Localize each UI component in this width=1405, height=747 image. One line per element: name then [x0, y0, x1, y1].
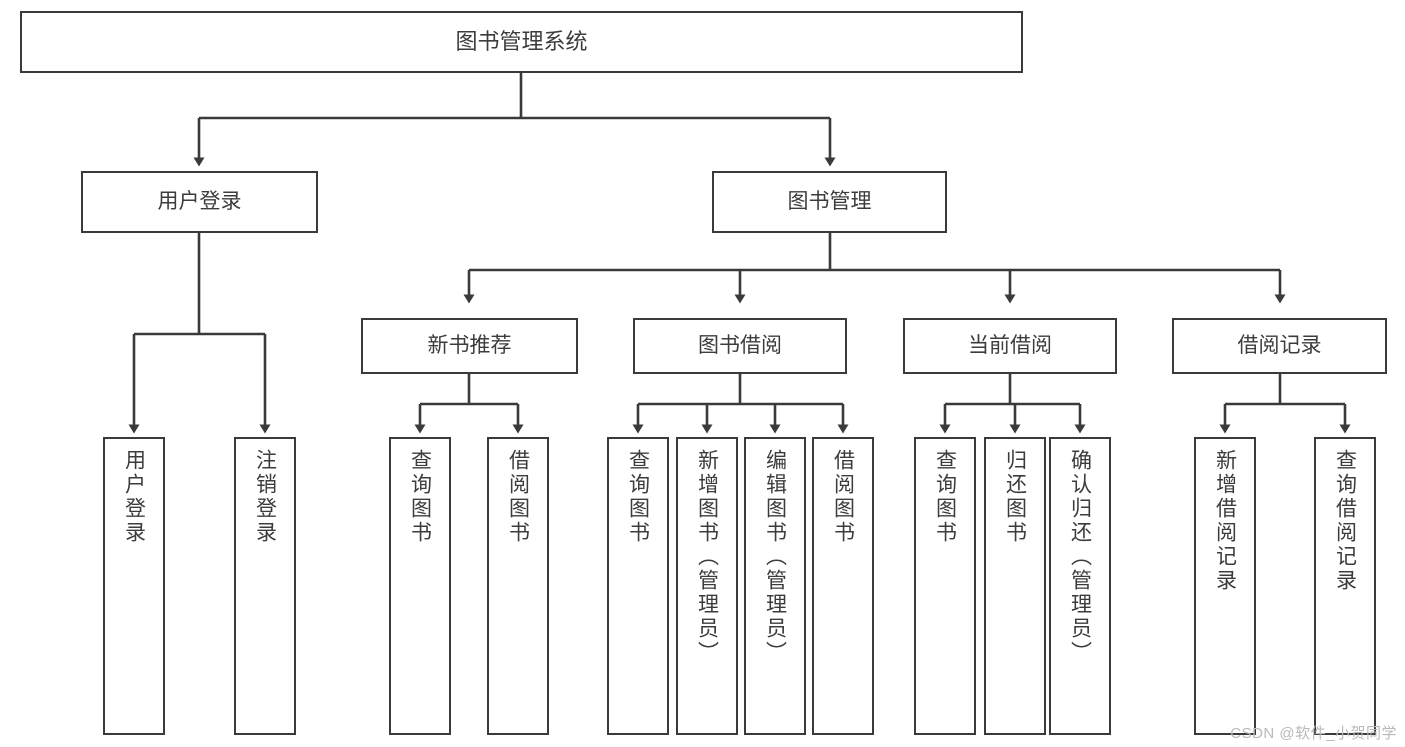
leaf-current-query-book[interactable]: 查询图书 — [914, 437, 976, 735]
leaf-current-return-book[interactable]: 归还图书 — [984, 437, 1046, 735]
node-book-borrow[interactable]: 图书借阅 — [633, 318, 847, 374]
node-new-book-recommend[interactable]: 新书推荐 — [361, 318, 578, 374]
node-label: 新增图书（管理员） — [695, 449, 719, 665]
node-label: 注销登录 — [253, 449, 277, 545]
node-label: 用户登录 — [122, 449, 146, 545]
leaf-borrow-edit-book-admin[interactable]: 编辑图书（管理员） — [744, 437, 806, 735]
node-root-system[interactable]: 图书管理系统 — [20, 11, 1023, 73]
leaf-user-login-login[interactable]: 用户登录 — [103, 437, 165, 735]
node-user-login[interactable]: 用户登录 — [81, 171, 318, 233]
node-label: 查询图书 — [408, 449, 432, 545]
leaf-borrow-borrow-book[interactable]: 借阅图书 — [812, 437, 874, 735]
node-label: 用户登录 — [157, 189, 242, 213]
node-label: 图书管理系统 — [455, 29, 588, 55]
node-book-management[interactable]: 图书管理 — [712, 171, 947, 233]
node-label: 编辑图书（管理员） — [763, 449, 787, 665]
node-label: 查询图书 — [933, 449, 957, 545]
node-label: 查询借阅记录 — [1333, 449, 1357, 593]
leaf-borrow-query-book[interactable]: 查询图书 — [607, 437, 669, 735]
csdn-watermark: CSDN @软件_小贺同学 — [1230, 725, 1397, 742]
node-label: 借阅记录 — [1237, 333, 1322, 357]
node-label: 当前借阅 — [968, 333, 1052, 357]
node-label: 借阅图书 — [831, 449, 855, 545]
leaf-current-confirm-return-admin[interactable]: 确认归还（管理员） — [1049, 437, 1111, 735]
leaf-recommend-query-book[interactable]: 查询图书 — [389, 437, 451, 735]
node-label: 查询图书 — [626, 449, 650, 545]
node-label: 新增借阅记录 — [1213, 449, 1237, 593]
node-label: 图书管理 — [787, 189, 872, 213]
node-current-borrow[interactable]: 当前借阅 — [903, 318, 1117, 374]
node-label: 借阅图书 — [506, 449, 530, 545]
leaf-borrow-add-book-admin[interactable]: 新增图书（管理员） — [676, 437, 738, 735]
node-borrow-record[interactable]: 借阅记录 — [1172, 318, 1387, 374]
node-label: 图书借阅 — [698, 333, 782, 357]
leaf-record-add-record[interactable]: 新增借阅记录 — [1194, 437, 1256, 735]
node-label: 确认归还（管理员） — [1068, 449, 1092, 665]
leaf-recommend-borrow-book[interactable]: 借阅图书 — [487, 437, 549, 735]
leaf-user-login-logout[interactable]: 注销登录 — [234, 437, 296, 735]
node-label: 新书推荐 — [427, 333, 512, 357]
leaf-record-query-record[interactable]: 查询借阅记录 — [1314, 437, 1376, 735]
node-label: 归还图书 — [1003, 449, 1027, 545]
